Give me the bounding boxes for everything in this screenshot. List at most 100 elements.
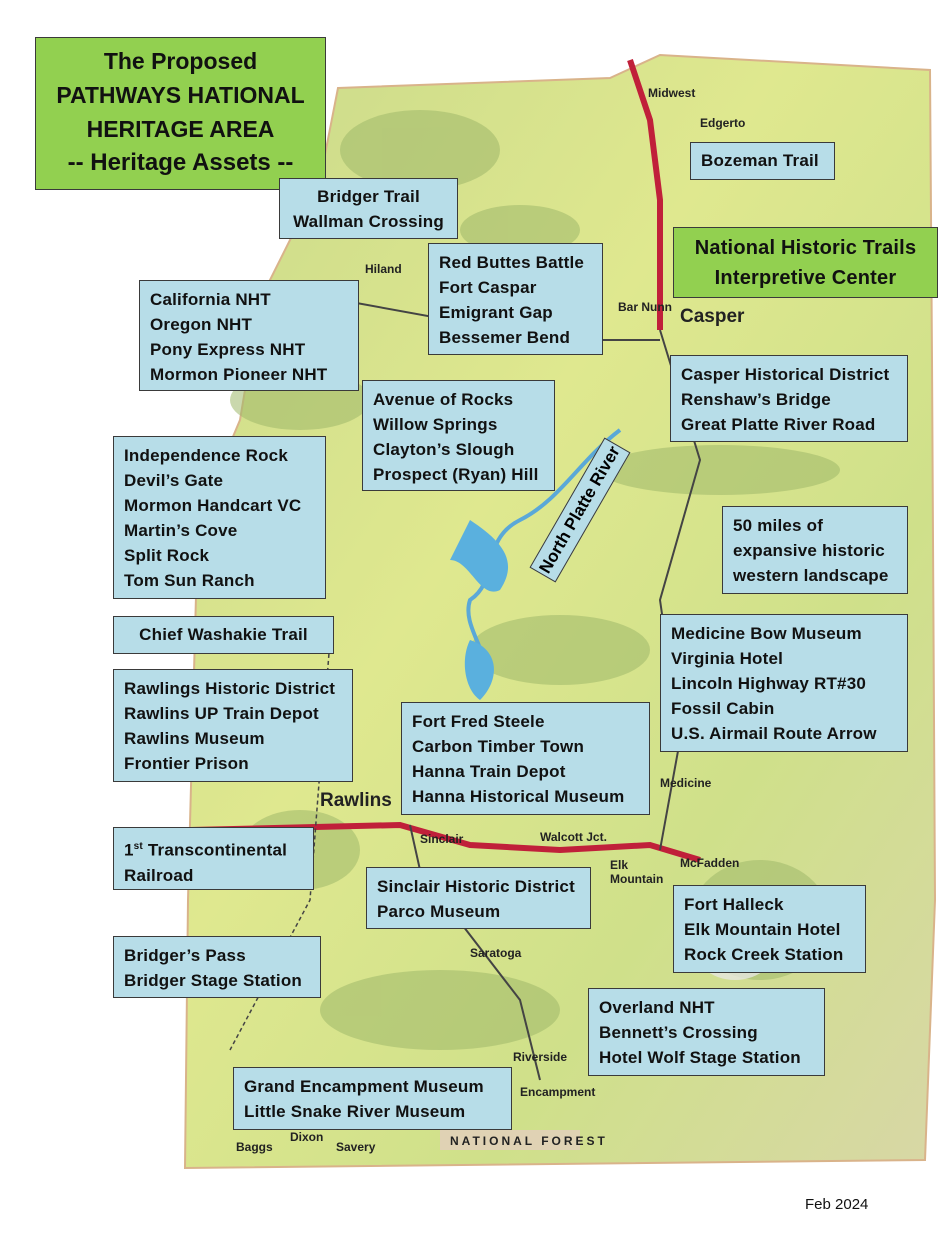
- asset-label: Hotel Wolf Stage Station: [599, 1048, 801, 1067]
- map-label-hiland: Hiland: [365, 262, 402, 276]
- asset-label: Sinclair Historic District: [377, 877, 575, 896]
- asset-label: Hanna Train Depot: [412, 762, 566, 781]
- title-line: HERITAGE AREA: [86, 116, 275, 142]
- asset-box-fifty-miles: 50 miles of expansive historic western l…: [722, 506, 908, 594]
- asset-label: Martin’s Cove: [124, 521, 238, 540]
- page-title: The Proposed PATHWAYS HATIONAL HERITAGE …: [35, 37, 326, 190]
- asset-label: 50 miles of: [733, 516, 824, 535]
- asset-label: Little Snake River Museum: [244, 1102, 466, 1121]
- asset-label: Bridger’s Pass: [124, 946, 246, 965]
- asset-label: Oregon NHT: [150, 315, 253, 334]
- asset-label: Bridger Stage Station: [124, 971, 303, 990]
- asset-label: Chief Washakie Trail: [139, 625, 308, 644]
- map-label-riverside: Riverside: [513, 1050, 568, 1064]
- asset-label: Fossil Cabin: [671, 699, 775, 718]
- title-line: PATHWAYS HATIONAL: [56, 82, 305, 108]
- map-label-mcfadden: McFadden: [680, 856, 740, 870]
- map-label-dixon: Dixon: [290, 1130, 324, 1144]
- map-label-encampment: Encampment: [520, 1085, 596, 1099]
- asset-label-text: Transcontinental: [142, 840, 288, 860]
- asset-label: Bridger Trail: [317, 187, 420, 206]
- asset-label: Renshaw’s Bridge: [681, 390, 831, 409]
- asset-label-superscript: st: [133, 841, 143, 852]
- asset-box-overland: Overland NHT Bennett’s Crossing Hotel Wo…: [588, 988, 825, 1076]
- map-label-national-forest: NATIONAL FOREST: [450, 1134, 608, 1148]
- asset-label: Emigrant Gap: [439, 303, 553, 322]
- asset-box-independence-rock: Independence Rock Devil’s Gate Mormon Ha…: [113, 436, 326, 599]
- map-label-saratoga: Saratoga: [470, 946, 522, 960]
- asset-label: Bennett’s Crossing: [599, 1023, 758, 1042]
- asset-box-interpretive-center: National Historic Trails Interpretive Ce…: [673, 227, 938, 298]
- asset-label: Great Platte River Road: [681, 415, 876, 434]
- date-label: Feb 2024: [805, 1196, 869, 1213]
- asset-label: Red Buttes Battle: [439, 253, 585, 272]
- asset-label: Railroad: [124, 865, 194, 885]
- asset-label: Bozeman Trail: [701, 151, 819, 170]
- asset-label: Casper Historical District: [681, 365, 890, 384]
- asset-label: Pony Express NHT: [150, 340, 306, 359]
- asset-box-transcontinental: 1st Transcontinental Railroad: [113, 827, 314, 890]
- asset-box-red-buttes: Red Buttes Battle Fort Caspar Emigrant G…: [428, 243, 603, 355]
- asset-label: Rock Creek Station: [684, 945, 844, 964]
- asset-box-casper: Casper Historical District Renshaw’s Bri…: [670, 355, 908, 442]
- asset-label: Virginia Hotel: [671, 649, 784, 668]
- asset-label: Willow Springs: [373, 415, 498, 434]
- asset-label: Clayton’s Slough: [373, 440, 515, 459]
- asset-label: 1st Transcontinental: [124, 834, 303, 863]
- asset-box-bozeman: Bozeman Trail: [690, 142, 835, 180]
- map-label-savery: Savery: [336, 1140, 376, 1154]
- map-label-elk-mountain: Elk Mountain: [610, 858, 664, 886]
- asset-label: Parco Museum: [377, 902, 501, 921]
- map-label-baggs: Baggs: [236, 1140, 273, 1154]
- asset-box-sinclair: Sinclair Historic District Parco Museum: [366, 867, 591, 929]
- asset-box-washakie: Chief Washakie Trail: [113, 616, 334, 654]
- asset-label: Avenue of Rocks: [373, 390, 514, 409]
- asset-box-fort-steele: Fort Fred Steele Carbon Timber Town Hann…: [401, 702, 650, 815]
- map-label-sinclair: Sinclair: [420, 832, 464, 846]
- asset-label: Mormon Handcart VC: [124, 496, 302, 515]
- asset-label: Carbon Timber Town: [412, 737, 585, 756]
- map-label-bar-nunn: Bar Nunn: [618, 300, 672, 314]
- asset-label: Fort Caspar: [439, 278, 537, 297]
- asset-label: Independence Rock: [124, 446, 288, 465]
- asset-label: Frontier Prison: [124, 754, 249, 773]
- asset-label: Wallman Crossing: [293, 212, 444, 231]
- asset-box-bridger-trail: Bridger Trail Wallman Crossing: [279, 178, 458, 239]
- asset-label: Rawlins UP Train Depot: [124, 704, 319, 723]
- title-line: -- Heritage Assets --: [67, 149, 294, 176]
- asset-box-nht: California NHT Oregon NHT Pony Express N…: [139, 280, 359, 391]
- map-label-edgerton: Edgerto: [700, 116, 746, 130]
- asset-label: Lincoln Highway RT#30: [671, 674, 867, 693]
- map-label-medicine: Medicine: [660, 776, 712, 790]
- map-label-walcott: Walcott Jct.: [540, 830, 607, 844]
- asset-label-number: 1: [124, 840, 134, 860]
- asset-label: western landscape: [733, 566, 889, 585]
- asset-box-bridgers-pass: Bridger’s Pass Bridger Stage Station: [113, 936, 321, 998]
- asset-label: Medicine Bow Museum: [671, 624, 862, 643]
- asset-label: Mormon Pioneer NHT: [150, 365, 328, 384]
- map-label-rawlins: Rawlins: [320, 790, 392, 811]
- asset-box-rawlins: Rawlings Historic District Rawlins UP Tr…: [113, 669, 353, 782]
- asset-label: Grand Encampment Museum: [244, 1077, 484, 1096]
- asset-label: Fort Halleck: [684, 895, 784, 914]
- asset-label: U.S. Airmail Route Arrow: [671, 724, 877, 743]
- asset-label: Overland NHT: [599, 998, 715, 1017]
- asset-label: Interpretive Center: [714, 267, 897, 289]
- map-label-midwest: Midwest: [648, 86, 696, 100]
- map-label-casper: Casper: [680, 306, 745, 327]
- asset-label: Fort Fred Steele: [412, 712, 545, 731]
- asset-label: expansive historic: [733, 541, 885, 560]
- asset-box-avenue-of-rocks: Avenue of Rocks Willow Springs Clayton’s…: [362, 380, 555, 491]
- asset-label: Split Rock: [124, 546, 210, 565]
- asset-label: Prospect (Ryan) Hill: [373, 465, 539, 484]
- asset-label: Tom Sun Ranch: [124, 571, 255, 590]
- asset-box-fort-halleck: Fort Halleck Elk Mountain Hotel Rock Cre…: [673, 885, 866, 973]
- title-line: The Proposed: [103, 48, 258, 74]
- asset-label: Elk Mountain Hotel: [684, 920, 841, 939]
- asset-label: Bessemer Bend: [439, 328, 571, 347]
- asset-label: Hanna Historical Museum: [412, 787, 625, 806]
- asset-box-medicine-bow: Medicine Bow Museum Virginia Hotel Linco…: [660, 614, 908, 752]
- asset-label: Devil’s Gate: [124, 471, 224, 490]
- asset-label: Rawlins Museum: [124, 729, 265, 748]
- asset-label: Rawlings Historic District: [124, 679, 336, 698]
